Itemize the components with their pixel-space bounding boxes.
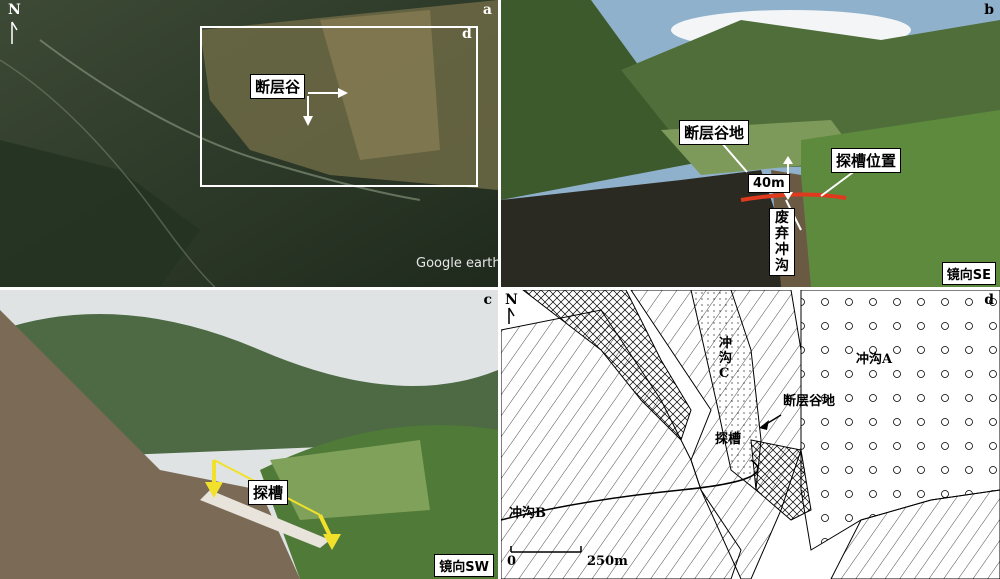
trench-cut [200, 490, 330, 548]
satellite-image [0, 0, 498, 287]
fault-valley-label: 断层谷地 [679, 120, 750, 145]
trench-line [740, 192, 847, 202]
scale-zero: 0 [507, 554, 517, 569]
panel-letter-c: c [483, 292, 492, 308]
fault-valley-label: 断层谷 [250, 74, 306, 99]
panel-b-photo: b 断层谷地 探槽位置 40m 废弃冲沟 镜向SE [501, 0, 1000, 287]
fault-valley-label: 断层谷地 [783, 394, 836, 409]
scale-end: 250m [587, 554, 628, 569]
trench-label: 探槽 [715, 432, 742, 447]
trench-label: 探槽 [248, 480, 289, 505]
inset-letter: d [462, 26, 472, 42]
gully-b-label: 冲沟B [509, 506, 546, 521]
north-label: N [505, 292, 518, 308]
panel-a-satellite: N a d 断层谷 Google earth [0, 0, 498, 287]
photo-c [0, 290, 498, 579]
panel-d-sketch-map: N d 冲沟A 冲沟B 冲沟C 断层谷地 探槽 0 250m [501, 290, 1000, 579]
trench-location-label: 探槽位置 [831, 148, 902, 173]
gully-c-label: 冲沟C [719, 336, 733, 381]
sketch-map [501, 290, 1000, 579]
height-label: 40m [748, 174, 790, 193]
panel-letter-a: a [482, 2, 492, 18]
panel-c-photo: c 探槽 镜向SW [0, 290, 498, 579]
panel-letter-b: b [984, 2, 994, 18]
gully-a-label: 冲沟A [856, 352, 893, 367]
watermark: Google earth [416, 256, 498, 271]
view-direction-label: 镜向SE [941, 262, 996, 285]
inset-box [200, 26, 478, 187]
north-label: N [8, 2, 21, 18]
panel-letter-d: d [984, 292, 994, 308]
photo-b [501, 0, 1000, 287]
abandoned-gully-label: 废弃冲沟 [769, 208, 795, 276]
view-direction-label: 镜向SW [434, 554, 494, 577]
